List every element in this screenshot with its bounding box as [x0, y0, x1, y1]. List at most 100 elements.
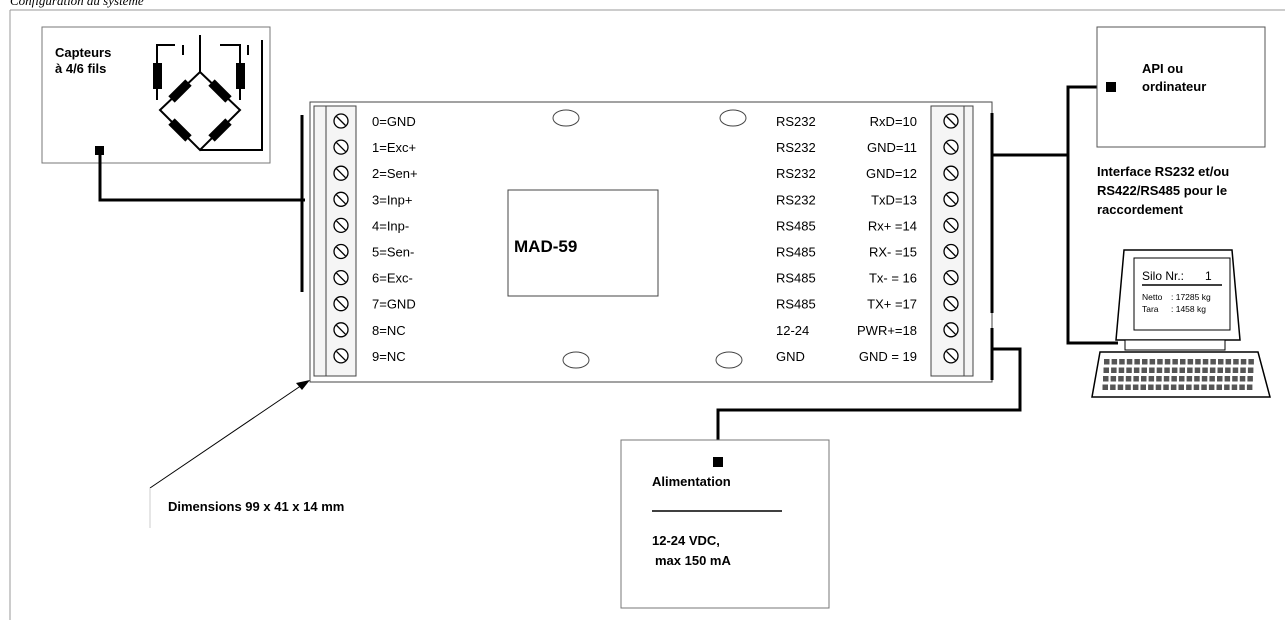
api-box: API ou ordinateur — [1096, 26, 1266, 148]
keyboard-key — [1218, 359, 1224, 365]
keyboard-key — [1225, 359, 1232, 365]
keyboard-key — [1148, 384, 1154, 390]
keyboard-key — [1133, 376, 1139, 382]
keyboard-key — [1140, 384, 1146, 390]
terminal-screw-icon — [943, 113, 959, 129]
power-cable — [716, 347, 1022, 460]
keyboard-key — [1156, 376, 1162, 382]
dimensions-label: Dimensions 99 x 41 x 14 mm — [168, 499, 344, 514]
keyboard-key — [1187, 367, 1193, 373]
keyboard-key — [1103, 376, 1109, 382]
netto-value: : 17285 kg — [1171, 292, 1211, 302]
tara-label: Tara — [1142, 304, 1159, 314]
keyboard-key — [1247, 367, 1254, 373]
keyboard-key — [1224, 376, 1231, 382]
keyboard-key — [1133, 367, 1140, 373]
keyboard-key — [1134, 359, 1140, 365]
terminal-screw-icon — [333, 165, 349, 181]
keyboard-key — [1180, 359, 1186, 365]
dimensions-annotation: Dimensions 99 x 41 x 14 mm — [149, 380, 344, 528]
mounting-hole — [562, 351, 590, 369]
module-label-box — [507, 189, 659, 297]
keyboard-key — [1224, 384, 1230, 390]
keyboard-key — [1164, 359, 1171, 365]
right-pin-type: 12-24 — [776, 323, 809, 338]
keyboard-key — [1202, 359, 1209, 365]
right-pin-label: TX+ =17 — [867, 297, 917, 312]
interface-text-line2: RS422/RS485 pour le — [1097, 183, 1227, 198]
right-pin-label: RxD=10 — [870, 114, 917, 129]
keyboard-key — [1201, 376, 1208, 382]
interface-text-line3: raccordement — [1097, 202, 1184, 217]
right-pin-label: Rx+ =14 — [868, 218, 917, 233]
mounting-hole — [715, 351, 743, 369]
left-pin-label: 1=Exc+ — [372, 140, 416, 155]
keyboard-key — [1171, 367, 1178, 373]
keyboard-key — [1155, 384, 1162, 390]
keyboard-key — [1232, 376, 1238, 382]
keyboard-key — [1195, 359, 1201, 365]
keyboard-key — [1103, 367, 1109, 373]
keyboard-key — [1233, 359, 1239, 365]
interface-text-line1: Interface RS232 et/ou — [1097, 164, 1229, 179]
keyboard-key — [1102, 384, 1108, 390]
power-spec-line1: 12-24 VDC, — [652, 533, 720, 548]
sensor-label-line1: Capteurs — [55, 45, 111, 60]
power-title: Alimentation — [652, 474, 731, 489]
keyboard-key — [1246, 384, 1253, 390]
keyboard-key — [1247, 376, 1253, 382]
netto-label: Netto — [1142, 292, 1163, 302]
terminal-screw-icon — [333, 113, 349, 129]
api-label-line1: API ou — [1142, 61, 1183, 76]
terminal-screw-icon — [943, 296, 959, 312]
left-pin-label: 0=GND — [372, 114, 416, 129]
terminal-screw-icon — [943, 191, 959, 207]
keyboard-key — [1110, 376, 1117, 382]
keyboard-key — [1186, 376, 1193, 382]
right-pin-type: RS485 — [776, 297, 816, 312]
terminal-screw-icon — [333, 322, 349, 338]
keyboard-key — [1209, 376, 1215, 382]
keyboard-key — [1118, 367, 1125, 373]
terminal-screw-icon — [943, 348, 959, 364]
wheatstone-bridge-icon — [153, 35, 263, 152]
keyboard-key — [1104, 359, 1110, 365]
keyboard-key — [1202, 367, 1208, 373]
keyboard-key — [1149, 367, 1155, 373]
terminal-screw-icon — [943, 243, 959, 260]
left-pin-label: 9=NC — [372, 349, 406, 364]
keyboard-key — [1119, 359, 1125, 365]
page-title: Configuration du système — [10, 0, 144, 8]
computer-cable — [1066, 155, 1118, 345]
terminal-screw-icon — [943, 165, 959, 181]
keyboard-key — [1179, 376, 1185, 382]
right-pin-type: GND — [776, 349, 805, 364]
right-pin-type: RS485 — [776, 245, 816, 260]
keyboard-key — [1225, 367, 1231, 373]
module-name: MAD-59 — [514, 237, 577, 256]
right-pin-type: RS232 — [776, 114, 816, 129]
keyboard-key — [1164, 367, 1170, 373]
silo-label: Silo Nr.: — [1142, 269, 1184, 283]
terminal-screw-icon — [943, 322, 959, 338]
keyboard-key — [1125, 376, 1132, 382]
keyboard-key — [1141, 376, 1147, 382]
left-pin-label: 3=Inp+ — [372, 192, 413, 207]
right-pin-type: RS485 — [776, 218, 816, 233]
left-pin-label: 6=Exc- — [372, 271, 413, 286]
keyboard-key — [1178, 384, 1184, 390]
terminal-screw-icon — [333, 139, 349, 155]
keyboard-key — [1148, 376, 1155, 382]
keyboard-key — [1142, 359, 1148, 365]
keyboard-key — [1239, 376, 1246, 382]
keyboard-key — [1239, 384, 1245, 390]
power-spec-line2: max 150 mA — [655, 553, 731, 568]
keyboard-key — [1157, 359, 1163, 365]
keyboard-key — [1216, 384, 1222, 390]
dimensions-leader-line — [149, 382, 306, 489]
sensor-box: Capteurs à 4/6 fils — [41, 26, 271, 164]
keyboard-key — [1163, 376, 1170, 382]
keyboard-key — [1163, 384, 1169, 390]
sensor-cable — [98, 155, 305, 202]
keyboard-key — [1125, 384, 1131, 390]
